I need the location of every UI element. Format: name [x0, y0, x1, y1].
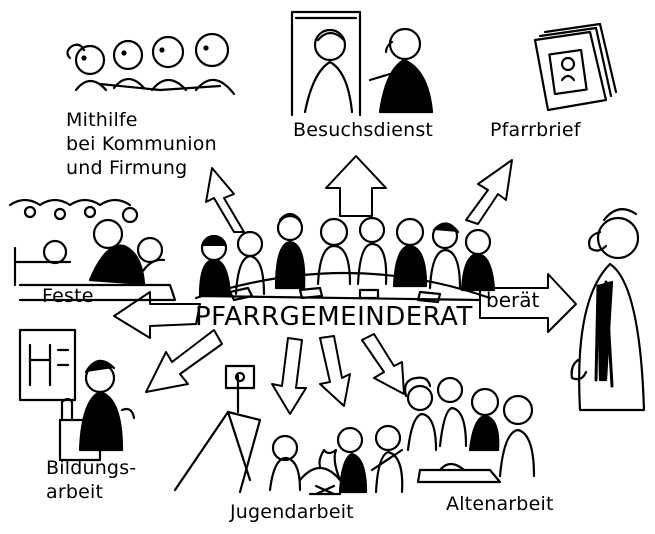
label-elderly: Altenarbeit	[446, 493, 554, 515]
festival-illustration	[8, 198, 177, 302]
arrow-to-communion	[205, 167, 245, 233]
youth-illustration	[173, 364, 404, 496]
arrow-to-elderly	[361, 333, 405, 395]
council-members-illustration	[194, 212, 496, 304]
label-visiting-service: Besuchsdienst	[293, 119, 434, 141]
arrow-to-priest	[479, 273, 577, 333]
label-communion-help: Mithilfe bei Kommunion und Firmung	[66, 109, 217, 179]
arrows	[113, 155, 577, 415]
arrow-to-youth-2	[319, 335, 351, 407]
arrow-to-education	[145, 329, 223, 393]
priest-illustration	[570, 208, 646, 412]
arrow-to-visiting	[325, 155, 387, 217]
newsletter-illustration	[533, 22, 618, 112]
visiting-service-illustration	[290, 10, 434, 117]
arrow-to-youth-1	[271, 337, 307, 415]
label-advises: berät	[486, 288, 540, 312]
label-youth: Jugendarbeit	[230, 501, 354, 523]
communion-helpers-illustration	[66, 32, 236, 96]
label-festivals: Feste	[42, 285, 94, 307]
arrow-to-newsletter	[465, 159, 513, 225]
label-newsletter: Pfarrbrief	[490, 119, 581, 141]
label-education: Bildungs- arbeit	[46, 457, 137, 503]
center-label-parish-council: PFARRGEMEINDERAT	[195, 302, 473, 332]
arrow-to-festivals	[113, 291, 201, 339]
elderly-illustration	[404, 376, 536, 484]
education-illustration	[18, 328, 136, 462]
